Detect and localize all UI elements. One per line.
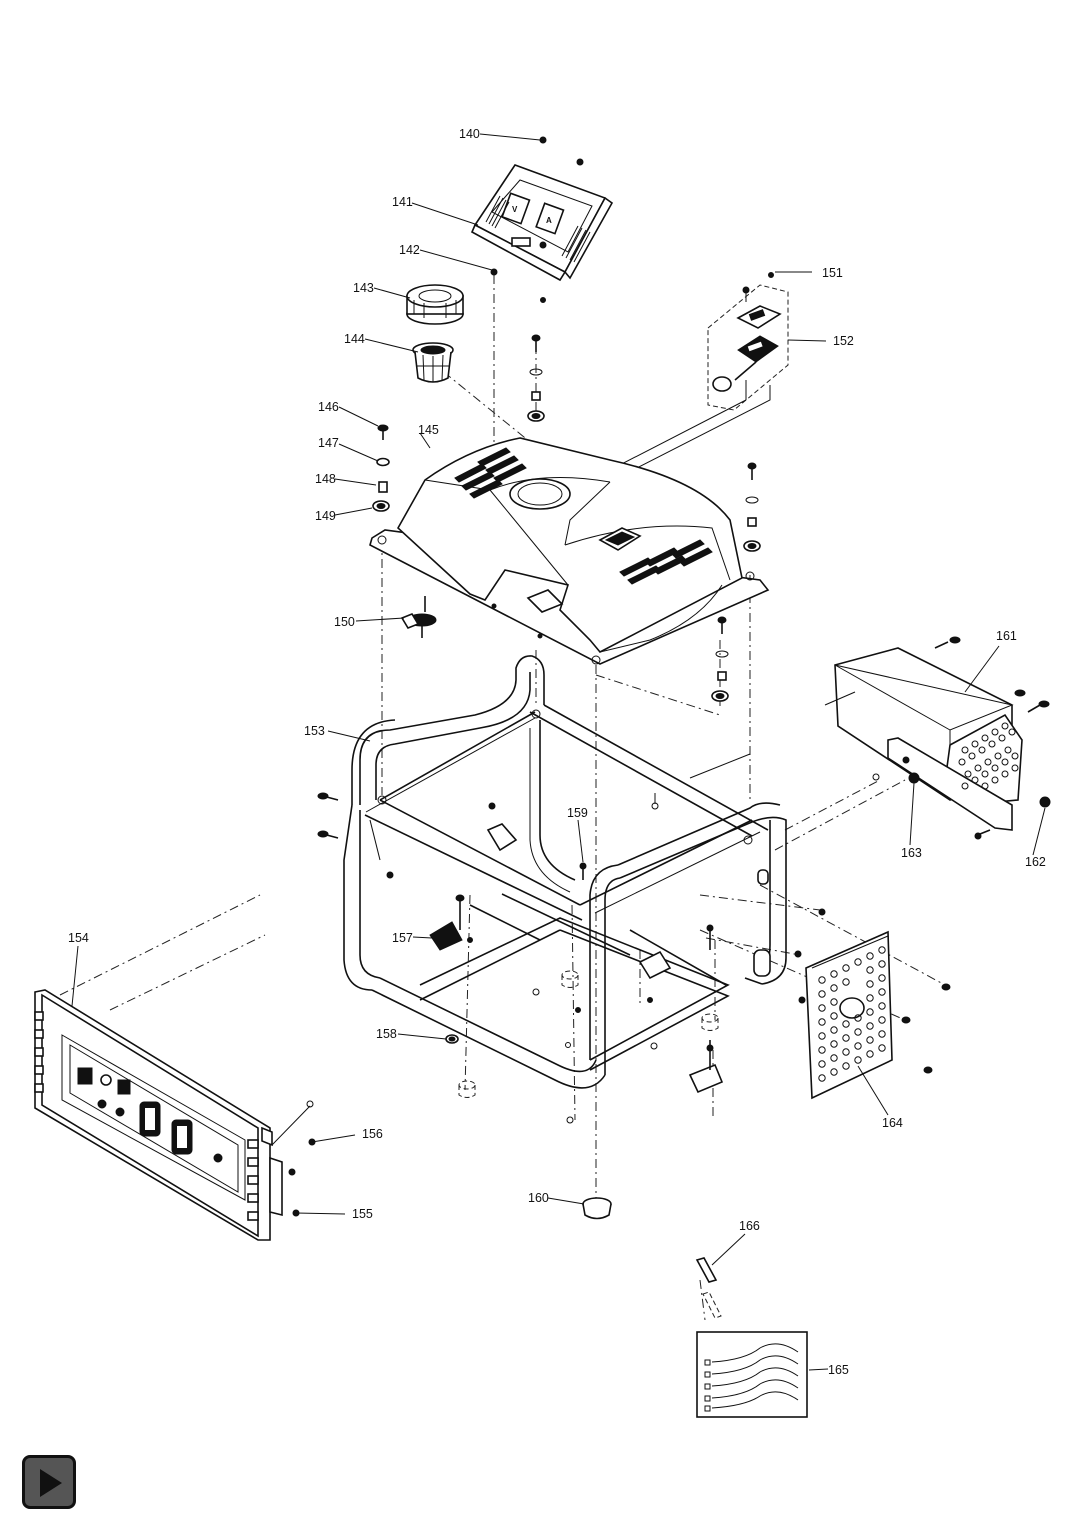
part-label-142: 142 bbox=[399, 243, 420, 257]
grommet-stack-center bbox=[527, 334, 545, 422]
part-number-labels: 140 141 142 143 144 145 146 147 148 149 … bbox=[68, 127, 1046, 1377]
side-panel bbox=[794, 908, 951, 1100]
part-label-157: 157 bbox=[392, 931, 413, 945]
grommet-stack-front bbox=[711, 616, 729, 702]
amp-meter-label: A bbox=[546, 216, 552, 225]
frame-bolts-left bbox=[317, 792, 339, 839]
fuel-valve bbox=[400, 596, 437, 638]
part-label-144: 144 bbox=[344, 332, 365, 346]
owner-manual bbox=[696, 1331, 808, 1418]
part-label-164: 164 bbox=[882, 1116, 903, 1130]
part-label-141: 141 bbox=[392, 195, 413, 209]
part-label-151: 151 bbox=[822, 266, 843, 280]
part-label-140: 140 bbox=[459, 127, 480, 141]
muffler-guard bbox=[824, 636, 1051, 840]
part-label-159: 159 bbox=[567, 806, 588, 820]
part-label-143: 143 bbox=[353, 281, 374, 295]
spark-plug-wrench bbox=[695, 1257, 722, 1319]
part-label-145: 145 bbox=[418, 423, 439, 437]
grommet-stack-right bbox=[743, 462, 761, 552]
part-label-153: 153 bbox=[304, 724, 325, 738]
part-label-148: 148 bbox=[315, 472, 336, 486]
fuel-gauge-assembly bbox=[609, 272, 789, 486]
engine-mounts bbox=[429, 802, 724, 1094]
part-label-160: 160 bbox=[528, 1191, 549, 1205]
meter-panel-assembly: V A bbox=[470, 136, 614, 303]
part-label-154: 154 bbox=[68, 931, 89, 945]
rubber-isolators bbox=[458, 970, 719, 1124]
screw-washer-stack bbox=[372, 424, 390, 512]
part-label-158: 158 bbox=[376, 1027, 397, 1041]
part-label-165: 165 bbox=[828, 1363, 849, 1377]
part-label-156: 156 bbox=[362, 1127, 383, 1141]
part-label-155: 155 bbox=[352, 1207, 373, 1221]
part-label-163: 163 bbox=[901, 846, 922, 860]
part-label-161: 161 bbox=[996, 629, 1017, 643]
fuel-cap bbox=[406, 284, 464, 325]
control-panel bbox=[34, 989, 316, 1241]
frame bbox=[343, 655, 787, 1089]
volt-meter-label: V bbox=[512, 205, 518, 214]
part-label-149: 149 bbox=[315, 509, 336, 523]
misc-fasteners bbox=[445, 862, 612, 1220]
leader-lines bbox=[71, 133, 1046, 1371]
part-label-147: 147 bbox=[318, 436, 339, 450]
part-label-150: 150 bbox=[334, 615, 355, 629]
part-label-166: 166 bbox=[739, 1219, 760, 1233]
fuel-strainer bbox=[412, 342, 454, 383]
fuel-tank bbox=[369, 437, 770, 665]
part-label-162: 162 bbox=[1025, 855, 1046, 869]
play-icon bbox=[40, 1469, 62, 1497]
part-label-152: 152 bbox=[833, 334, 854, 348]
part-label-146: 146 bbox=[318, 400, 339, 414]
play-button[interactable] bbox=[22, 1455, 76, 1509]
